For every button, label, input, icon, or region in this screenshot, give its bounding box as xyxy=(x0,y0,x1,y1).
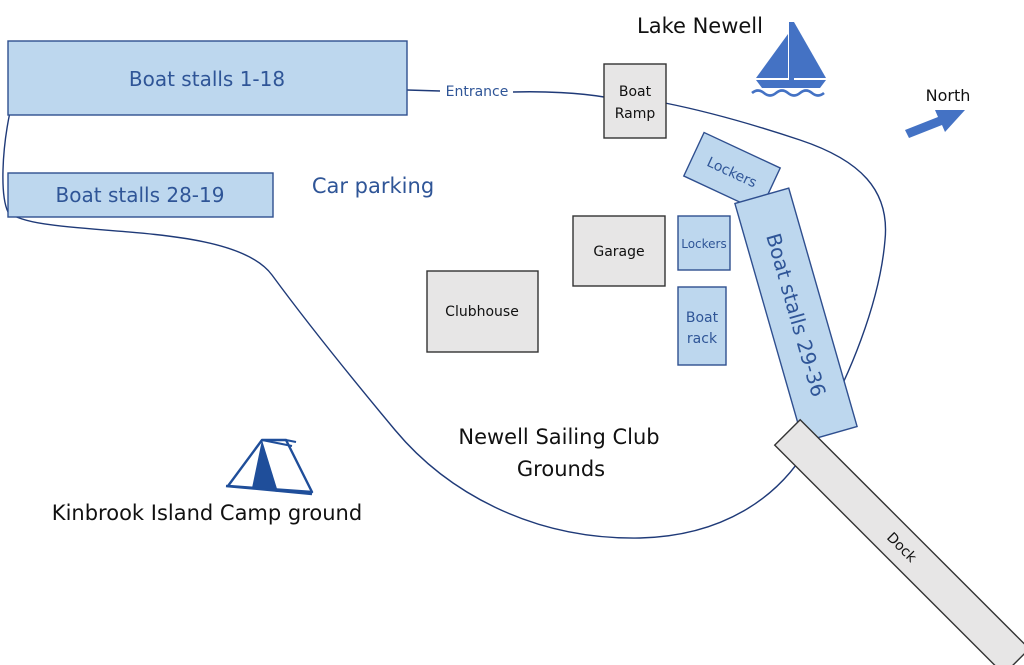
boat-stalls-28-19-label: Boat stalls 28-19 xyxy=(56,183,225,207)
boat-rack: Boat rack xyxy=(677,286,727,366)
car-parking-label: Car parking xyxy=(312,174,434,198)
entrance-road xyxy=(406,89,605,98)
grounds-boundary xyxy=(2,102,887,539)
dock: Dock xyxy=(773,418,1024,665)
grounds-label-line2: Grounds xyxy=(517,457,605,481)
boat-stalls-1-18-label: Boat stalls 1-18 xyxy=(129,67,285,91)
boat-stalls-1-18: Boat stalls 1-18 xyxy=(7,40,408,116)
boat-rack-label-line2: rack xyxy=(687,331,718,347)
boat-rack-label-line1: Boat xyxy=(686,310,719,326)
lake-title: Lake Newell xyxy=(637,14,763,38)
north-label: North xyxy=(926,86,971,105)
sailboat-icon xyxy=(751,22,826,97)
grounds-label-line1: Newell Sailing Club xyxy=(458,425,659,449)
boat-ramp: Boat Ramp xyxy=(603,63,667,139)
boat-ramp-label-line1: Boat xyxy=(619,84,652,100)
boat-stalls-29-36: Boat stalls 29-36 xyxy=(734,187,858,443)
lockers-rotated: Lockers xyxy=(682,131,782,213)
clubhouse: Clubhouse xyxy=(426,270,539,353)
tent-icon xyxy=(225,438,314,496)
lockers-small: Lockers xyxy=(677,215,731,271)
campground-label: Kinbrook Island Camp ground xyxy=(52,501,362,525)
north-arrow-icon xyxy=(905,110,965,138)
boat-stalls-28-19: Boat stalls 28-19 xyxy=(7,172,274,218)
clubhouse-label: Clubhouse xyxy=(445,304,519,320)
lockers-small-label: Lockers xyxy=(681,237,727,251)
garage-label: Garage xyxy=(593,244,644,260)
garage: Garage xyxy=(572,215,666,287)
boat-ramp-label-line2: Ramp xyxy=(615,106,656,122)
entrance-label: Entrance xyxy=(446,84,509,100)
